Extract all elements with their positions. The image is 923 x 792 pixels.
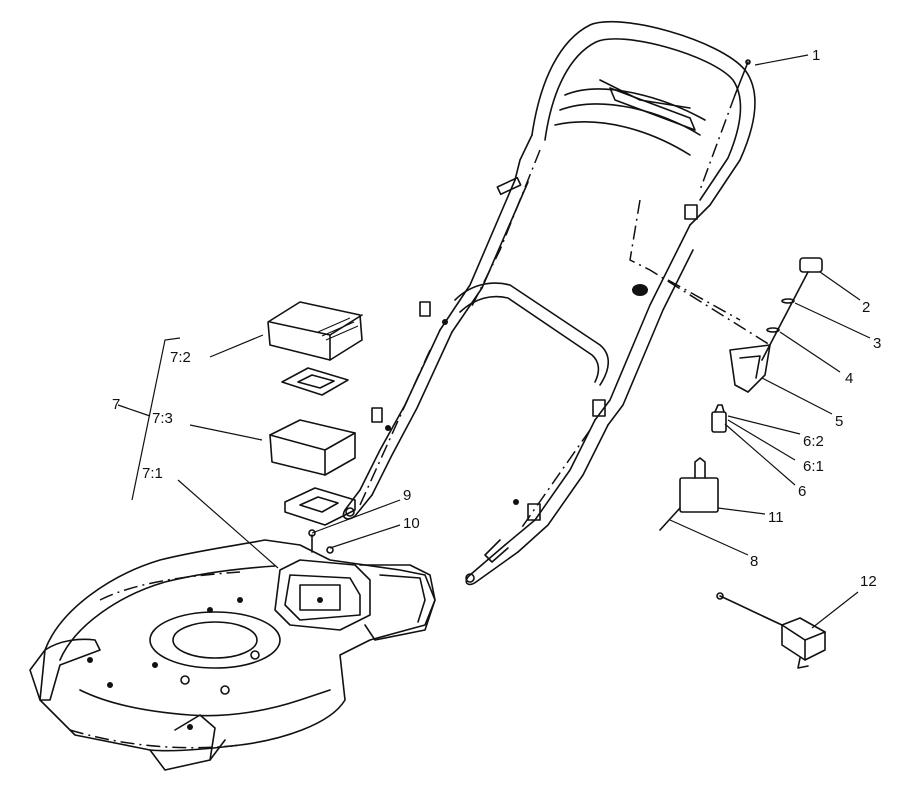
charger-12 — [716, 592, 826, 669]
washer-3 — [781, 298, 795, 304]
gasket-7-3 — [281, 367, 349, 396]
battery-7-3 — [269, 419, 356, 476]
callout-9: 9 — [403, 487, 411, 504]
callout-5: 5 — [835, 413, 843, 430]
callout-10: 10 — [403, 515, 420, 532]
key-2 — [761, 257, 823, 361]
callout-7: 7 — [112, 396, 120, 413]
callout-7-2: 7:2 — [170, 349, 191, 366]
callout-7-1: 7:1 — [142, 465, 163, 482]
callout-12: 12 — [860, 573, 877, 590]
callout-1: 1 — [812, 47, 820, 64]
callout-6-2: 6:2 — [803, 433, 824, 450]
callout-8: 8 — [750, 553, 758, 570]
callout-4: 4 — [845, 370, 853, 387]
callout-6: 6 — [798, 483, 806, 500]
key-housing-5 — [729, 344, 771, 393]
screw-9-10 — [308, 529, 334, 554]
battery-holder-7-1 — [284, 487, 356, 526]
callout-11: 11 — [768, 509, 784, 526]
handle-tubes — [342, 149, 698, 586]
battery-cover-7-2 — [267, 301, 363, 361]
callout-6-1: 6:1 — [803, 458, 824, 475]
callout-2: 2 — [862, 299, 870, 316]
harness-11 — [659, 457, 719, 531]
washer-4 — [766, 327, 780, 333]
callout-7-3: 7:3 — [152, 410, 173, 427]
upper-handle — [514, 21, 756, 246]
callout-3: 3 — [873, 335, 881, 352]
bolt-1 — [734, 59, 751, 96]
mower-deck — [29, 539, 436, 771]
leader-lines — [117, 54, 871, 629]
switch-6 — [711, 404, 727, 433]
